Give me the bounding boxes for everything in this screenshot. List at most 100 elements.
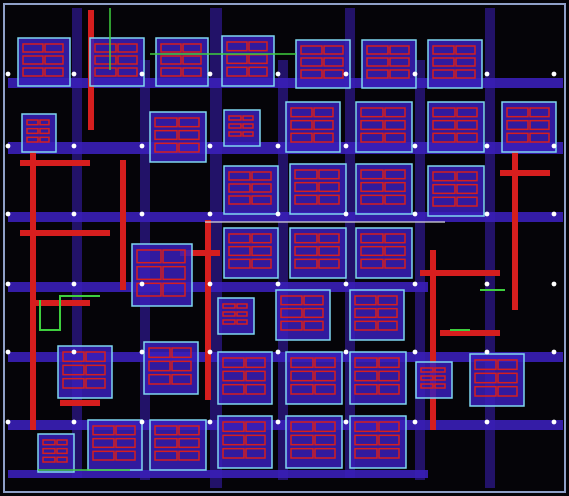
cell-body <box>428 166 484 216</box>
standard-cell <box>349 415 407 469</box>
cell-poly-box <box>294 233 318 244</box>
cell-poly-box <box>154 437 178 449</box>
via-dot <box>551 349 557 355</box>
cell-poly-box <box>115 450 136 461</box>
cell-poly-box <box>354 421 378 433</box>
cell-poly-box <box>162 282 186 297</box>
standard-cell <box>149 419 207 471</box>
cell-poly-box <box>136 265 162 281</box>
cell-body <box>156 38 208 86</box>
cell-poly-box <box>94 55 117 65</box>
cell-outline <box>501 101 557 153</box>
via-dot <box>412 281 418 287</box>
cell-poly-box <box>294 169 318 180</box>
standard-cell <box>355 227 413 279</box>
cell-poly-box <box>313 107 334 118</box>
cell-poly-box <box>44 55 64 65</box>
cell-poly-box <box>251 171 272 181</box>
cell-poly-box <box>62 377 85 389</box>
cell-poly-box <box>529 132 550 143</box>
cell-poly-box <box>290 421 314 433</box>
cell-outline <box>427 165 485 217</box>
cell-poly-box <box>228 245 251 257</box>
cell-poly-box <box>226 41 248 52</box>
cell-poly-box <box>389 45 410 55</box>
cell-poly-box <box>251 258 272 269</box>
cell-outline <box>89 37 145 87</box>
cell-poly-box <box>377 307 398 319</box>
cell-poly-box <box>420 367 434 373</box>
cell-poly-box <box>42 447 56 455</box>
cell-poly-box <box>378 434 400 446</box>
cell-poly-box <box>280 320 303 331</box>
cell-poly-box <box>22 55 44 65</box>
via-dot <box>139 143 145 149</box>
cell-outline <box>275 289 331 341</box>
cell-outline <box>217 351 273 405</box>
cell-poly-box <box>313 119 334 131</box>
via-dot <box>275 71 281 77</box>
cell-poly-box <box>354 320 377 331</box>
cell-poly-box <box>92 450 115 461</box>
cell-poly-box <box>314 357 336 369</box>
cell-poly-box <box>420 375 434 381</box>
cell-poly-box <box>242 123 254 129</box>
via-dot <box>343 211 349 217</box>
cell-poly-box <box>245 447 266 459</box>
cell-poly-box <box>389 69 410 79</box>
via-dot <box>275 281 281 287</box>
cell-poly-box <box>160 55 182 65</box>
cell-body <box>144 342 198 394</box>
cell-body <box>286 352 342 404</box>
cell-poly-box <box>474 372 497 384</box>
cell-poly-box <box>506 107 529 118</box>
standard-cell <box>295 39 351 89</box>
via-dot <box>484 71 490 77</box>
cell-poly-box <box>62 364 85 376</box>
standard-cell <box>155 37 209 87</box>
cell-poly-box <box>280 307 303 319</box>
cell-poly-box <box>456 132 478 143</box>
cell-poly-box <box>313 132 334 143</box>
cell-poly-box <box>314 434 336 446</box>
cell-poly-box <box>506 132 529 143</box>
cell-poly-box <box>318 194 340 205</box>
via-dot <box>5 143 11 149</box>
cell-poly-box <box>290 119 313 131</box>
standard-cell <box>285 101 341 153</box>
cell-poly-box <box>360 119 384 131</box>
cell-poly-box <box>378 357 400 369</box>
cell-poly-box <box>251 183 272 193</box>
metal-strap <box>485 8 495 488</box>
cell-body <box>502 102 556 152</box>
standard-cell <box>361 39 417 89</box>
via-dot <box>412 71 418 77</box>
cell-body <box>350 416 406 468</box>
cell-poly-box <box>236 311 248 317</box>
cell-poly-box <box>378 383 400 395</box>
cell-poly-box <box>245 383 266 395</box>
cell-poly-box <box>497 372 518 384</box>
standard-cell <box>131 243 193 307</box>
cell-poly-box <box>474 385 497 397</box>
standard-cell <box>285 415 343 469</box>
cell-body <box>350 290 404 340</box>
cell-outline <box>223 165 279 215</box>
cell-body <box>286 102 340 152</box>
cell-poly-box <box>92 425 115 436</box>
cell-poly-box <box>303 295 324 306</box>
cell-poly-box <box>39 119 50 126</box>
cell-outline <box>149 111 207 163</box>
cell-outline <box>361 39 417 89</box>
cell-poly-box <box>314 383 336 395</box>
cell-poly-box <box>228 171 251 181</box>
standard-cell <box>89 37 145 87</box>
cell-body <box>290 228 346 278</box>
cell-outline <box>285 101 341 153</box>
standard-cell <box>275 289 331 341</box>
layout-frame <box>3 3 566 493</box>
cell-poly-box <box>432 119 456 131</box>
cell-poly-box <box>222 421 245 433</box>
cell-poly-box <box>360 107 384 118</box>
poly-trace <box>20 230 110 236</box>
